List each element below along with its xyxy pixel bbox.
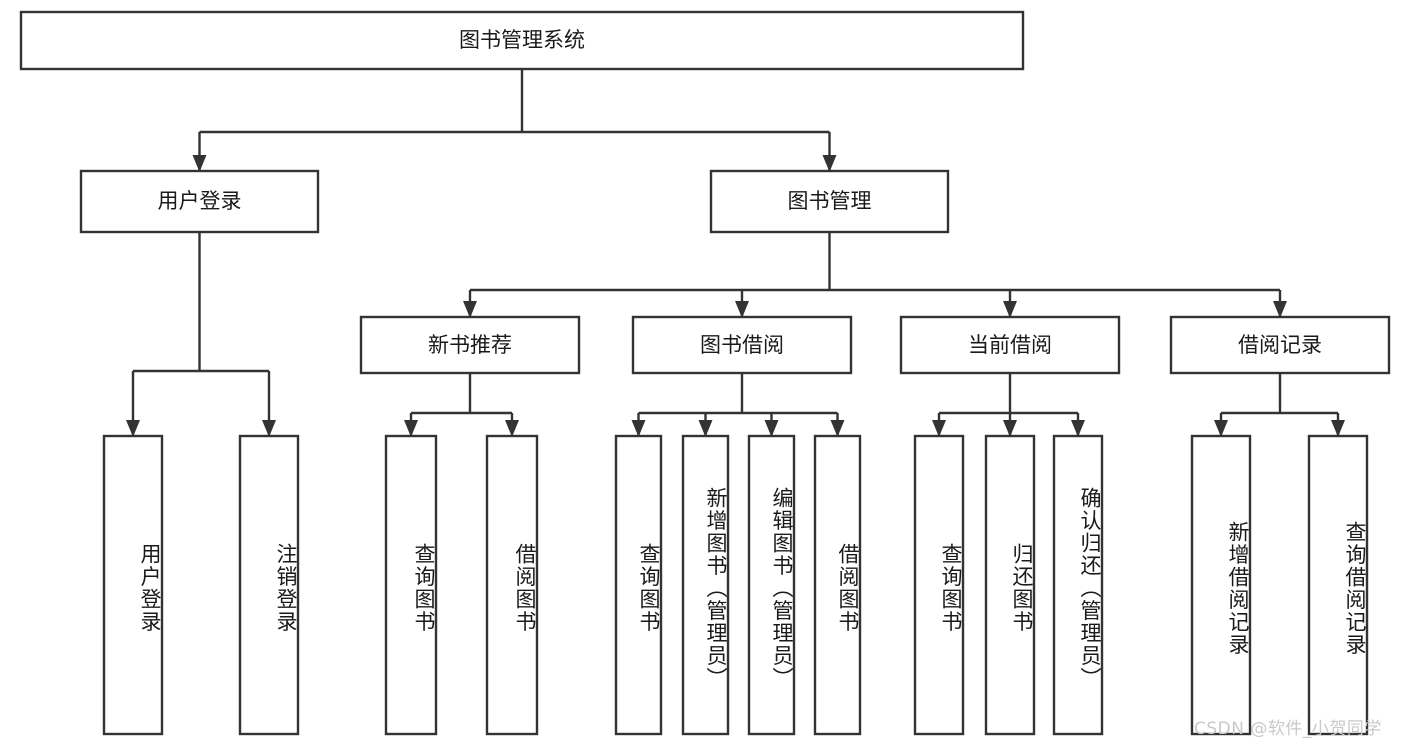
- node-box-leaf-query-book-2[interactable]: [614, 434, 663, 736]
- arrow-head-icon-leaf-add-book: [698, 420, 713, 437]
- arrow-head-icon-leaf-logout: [262, 420, 276, 437]
- node-box-current-borrow[interactable]: [899, 315, 1121, 375]
- node-box-leaf-edit-book[interactable]: [747, 434, 796, 736]
- arrow-head-icon-current-borrow: [1003, 301, 1017, 318]
- node-box-leaf-borrow-book-1[interactable]: [485, 434, 539, 736]
- node-box-root[interactable]: [19, 10, 1025, 71]
- arrow-head-icon-borrow-record: [1273, 301, 1287, 318]
- arrow-head-icon-leaf-user-login: [126, 420, 140, 437]
- node-box-borrow-record[interactable]: [1169, 315, 1391, 375]
- arrow-head-icon-leaf-query-book-1: [404, 420, 418, 437]
- arrow-head-icon-leaf-add-record: [1214, 420, 1228, 437]
- arrow-head-icon-leaf-borrow-book-1: [505, 420, 519, 437]
- node-box-new-book-rec[interactable]: [359, 315, 581, 375]
- arrow-head-icon-leaf-query-book-2: [631, 420, 646, 437]
- node-box-leaf-query-record[interactable]: [1307, 434, 1369, 736]
- node-box-leaf-query-book-3[interactable]: [913, 434, 965, 736]
- arrow-head-icon-leaf-edit-book: [764, 420, 779, 437]
- node-box-leaf-query-book-1[interactable]: [384, 434, 438, 736]
- arrow-head-icon-book-borrow: [735, 301, 749, 318]
- node-box-leaf-borrow-book-2[interactable]: [813, 434, 862, 736]
- node-box-user-login[interactable]: [79, 169, 320, 234]
- arrow-head-icon-user-login: [192, 155, 207, 172]
- arrow-head-icon-book-manage: [822, 155, 837, 172]
- arrow-head-icon-leaf-query-book-3: [932, 420, 946, 437]
- node-box-leaf-add-book[interactable]: [681, 434, 730, 736]
- arrow-head-icon-leaf-query-record: [1331, 420, 1345, 437]
- node-box-book-manage[interactable]: [709, 169, 950, 234]
- edges-layer: [126, 69, 1345, 437]
- arrow-head-icon-leaf-confirm-return: [1071, 420, 1085, 437]
- node-box-leaf-return-book[interactable]: [984, 434, 1036, 736]
- node-box-leaf-confirm-return[interactable]: [1052, 434, 1104, 736]
- arrow-head-icon-leaf-borrow-book-2: [830, 420, 845, 437]
- node-box-leaf-user-login[interactable]: [102, 434, 164, 736]
- node-box-book-borrow[interactable]: [631, 315, 853, 375]
- node-box-leaf-add-record[interactable]: [1190, 434, 1252, 736]
- node-box-leaf-logout[interactable]: [238, 434, 300, 736]
- arrow-head-icon-leaf-return-book: [1003, 420, 1017, 437]
- nodes-layer: [19, 10, 1391, 736]
- arrow-head-icon-new-book-rec: [463, 301, 477, 318]
